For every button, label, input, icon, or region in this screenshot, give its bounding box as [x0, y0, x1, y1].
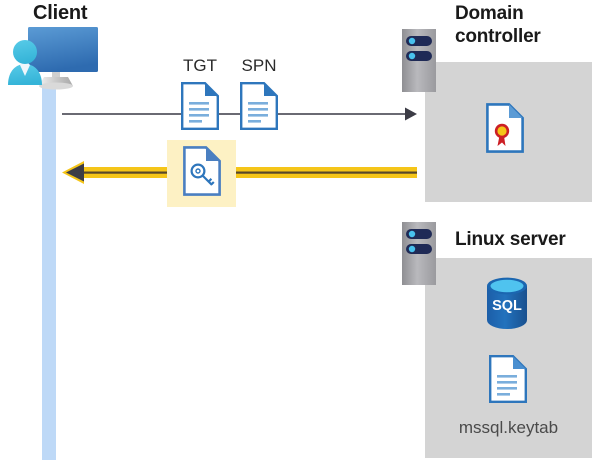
- client-title: Client: [33, 2, 88, 24]
- domain-controller-server-icon: [402, 29, 436, 92]
- tgt-document-icon: [181, 82, 219, 130]
- spn-document-icon: [240, 82, 278, 130]
- response-arrow: [62, 158, 417, 188]
- linux-server-title: Linux server: [455, 229, 566, 250]
- spn-label: SPN: [241, 56, 277, 75]
- client-workstation-icon: [6, 22, 102, 96]
- client-lifeline: [42, 86, 56, 460]
- sql-icon-text: SQL: [492, 298, 522, 314]
- domain-controller-title-line2: controller: [455, 26, 541, 47]
- tgt-label: TGT: [183, 56, 217, 75]
- request-arrow: [62, 106, 417, 122]
- key-document-icon: [183, 146, 221, 196]
- keytab-document-icon: [489, 355, 527, 403]
- sql-database-icon: SQL: [485, 277, 529, 329]
- domain-controller-title-line1: Domain: [455, 3, 524, 24]
- domain-controller-title: Domain controller: [455, 2, 585, 48]
- keytab-file-label: mssql.keytab: [458, 418, 559, 437]
- linux-server-icon: [402, 222, 436, 285]
- certificate-icon: [486, 103, 524, 153]
